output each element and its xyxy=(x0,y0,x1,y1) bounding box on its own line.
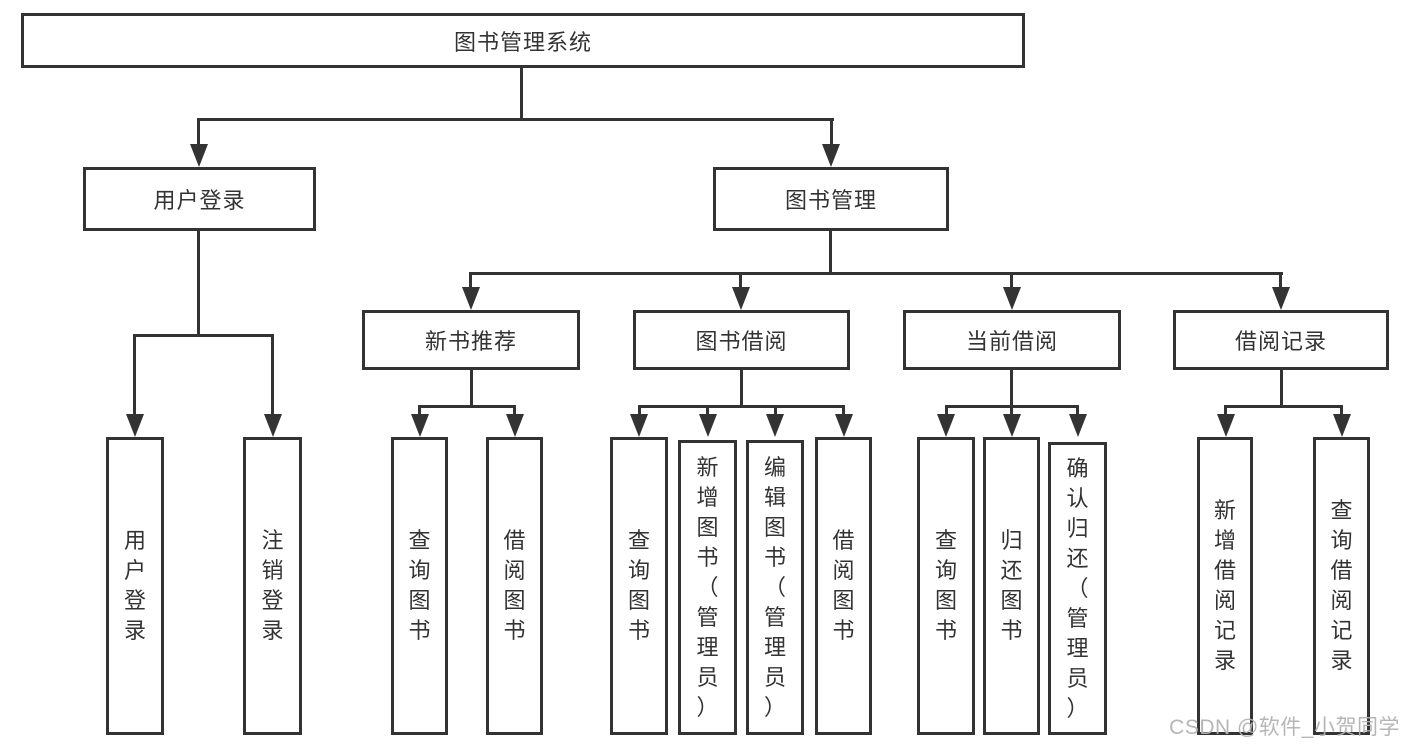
edge-root-rail xyxy=(197,118,834,121)
leaf-logout: 注销登录 xyxy=(243,437,302,735)
edge-leaf-stem xyxy=(638,405,641,415)
node-borrowing-records: 借阅记录 xyxy=(1173,310,1389,370)
leaf-edit-books-admin: 编辑图书（管理员） xyxy=(746,440,804,735)
edge-leaf-stem xyxy=(842,405,845,415)
node-user-login: 用户登录 xyxy=(83,167,316,231)
watermark: CSDN @软件_小贺同学 xyxy=(1169,716,1400,739)
arrowhead-down-icon xyxy=(1217,414,1235,437)
edge-to-book-borrow xyxy=(739,272,742,288)
edge-to-borrow-records xyxy=(1279,272,1282,288)
node-label: 图书管理系统 xyxy=(453,29,592,55)
leaf-return-books: 归还图书 xyxy=(983,437,1040,735)
edge-to-current-borrow xyxy=(1010,272,1013,288)
edge-borrow-records-stem xyxy=(1280,370,1283,408)
arrowhead-down-icon xyxy=(1003,287,1021,310)
arrowhead-down-icon xyxy=(264,414,282,437)
leaf-add-borrow-record: 新增借阅记录 xyxy=(1197,437,1253,735)
edge-leaf-stem xyxy=(774,405,777,415)
edge-leaf-stem xyxy=(706,405,709,415)
arrowhead-down-icon xyxy=(506,414,524,437)
leaf-label: 查询图书 xyxy=(627,528,650,643)
edge-to-logout-leaf xyxy=(271,334,274,414)
arrowhead-down-icon xyxy=(190,144,208,167)
edge-new-book-stem xyxy=(470,370,473,408)
edge-current-borrow-stem xyxy=(1010,370,1013,408)
leaf-label: 注销登录 xyxy=(261,528,284,643)
node-book-management: 图书管理 xyxy=(713,167,949,231)
edge-user-login-rail xyxy=(133,334,274,337)
arrowhead-down-icon xyxy=(937,414,955,437)
leaf-label: 新增图书（管理员） xyxy=(696,454,719,720)
edge-root-stem xyxy=(520,68,523,120)
leaf-label: 编辑图书（管理员） xyxy=(763,454,786,720)
edge-book-mgmt-rail xyxy=(469,272,1283,275)
arrowhead-down-icon xyxy=(699,414,717,437)
node-new-book-recommend: 新书推荐 xyxy=(362,310,580,370)
edge-leaf-stem xyxy=(513,405,516,415)
edge-leaf-stem xyxy=(1076,405,1079,415)
leaf-query-books-recommend: 查询图书 xyxy=(391,437,448,735)
leaf-label: 查询借阅记录 xyxy=(1330,498,1353,673)
node-label: 用户登录 xyxy=(153,188,246,213)
edge-to-login-leaf xyxy=(133,334,136,414)
arrowhead-down-icon xyxy=(766,414,784,437)
leaf-user-login: 用户登录 xyxy=(106,437,164,735)
leaf-label: 查询图书 xyxy=(934,528,957,643)
arrowhead-down-icon xyxy=(126,414,144,437)
node-library-management-system: 图书管理系统 xyxy=(21,13,1025,68)
edge-leaf-stem xyxy=(1340,405,1343,415)
edge-to-book-mgmt xyxy=(830,118,833,146)
leaf-borrow-books: 借阅图书 xyxy=(815,437,872,735)
leaf-label: 查询图书 xyxy=(408,528,431,643)
leaf-label: 归还图书 xyxy=(1000,528,1023,643)
arrowhead-down-icon xyxy=(822,144,840,167)
arrowhead-down-icon xyxy=(462,287,480,310)
edge-book-mgmt-stem xyxy=(829,231,832,275)
node-label: 借阅记录 xyxy=(1234,329,1327,354)
leaf-label: 借阅图书 xyxy=(832,528,855,643)
arrowhead-down-icon xyxy=(1069,414,1087,437)
edge-leaf-stem xyxy=(418,405,421,415)
arrowhead-down-icon xyxy=(1333,414,1351,437)
node-label: 当前借阅 xyxy=(965,329,1058,354)
leaf-label: 新增借阅记录 xyxy=(1213,498,1236,673)
arrowhead-down-icon xyxy=(732,287,750,310)
node-current-borrowing: 当前借阅 xyxy=(903,310,1121,370)
leaf-query-books-current: 查询图书 xyxy=(917,437,975,735)
leaf-label: 用户登录 xyxy=(123,528,146,643)
arrowhead-down-icon xyxy=(835,414,853,437)
arrowhead-down-icon xyxy=(411,414,429,437)
edge-to-new-book xyxy=(469,272,472,288)
edge-new-book-rail xyxy=(418,405,516,408)
edge-book-borrow-rail xyxy=(638,405,845,408)
node-book-borrowing: 图书借阅 xyxy=(633,310,850,370)
edge-borrow-records-rail xyxy=(1224,405,1343,408)
node-label: 图书管理 xyxy=(784,188,877,213)
leaf-query-borrow-record: 查询借阅记录 xyxy=(1313,437,1370,735)
node-label: 新书推荐 xyxy=(424,329,517,354)
leaf-label: 确认归还（管理员） xyxy=(1066,455,1089,721)
edge-user-login-stem xyxy=(197,231,200,337)
edge-book-borrow-stem xyxy=(740,370,743,408)
edge-leaf-stem xyxy=(1010,405,1013,415)
leaf-borrow-books-recommend: 借阅图书 xyxy=(486,437,543,735)
edge-leaf-stem xyxy=(945,405,948,415)
arrowhead-down-icon xyxy=(630,414,648,437)
leaf-query-books: 查询图书 xyxy=(610,437,668,735)
edge-leaf-stem xyxy=(1224,405,1227,415)
leaf-add-books-admin: 新增图书（管理员） xyxy=(678,440,737,735)
leaf-confirm-return-admin: 确认归还（管理员） xyxy=(1048,442,1107,735)
node-label: 图书借阅 xyxy=(695,329,788,354)
leaf-label: 借阅图书 xyxy=(503,528,526,643)
edge-to-user-login xyxy=(197,118,200,146)
arrowhead-down-icon xyxy=(1003,414,1021,437)
arrowhead-down-icon xyxy=(1272,287,1290,310)
